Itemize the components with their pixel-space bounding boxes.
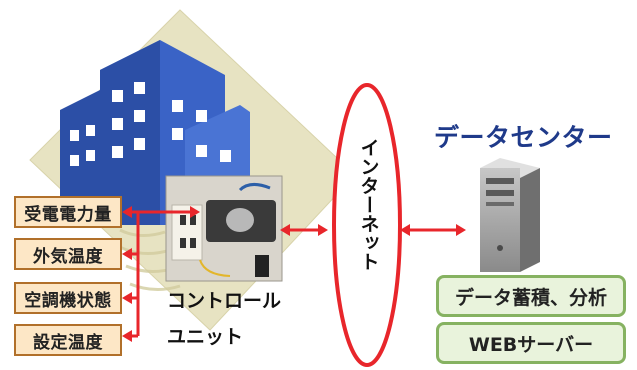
internet-label: インターネット bbox=[357, 138, 380, 271]
sensor-outdoor-temperature: 外気温度 bbox=[14, 238, 122, 270]
internet-ellipse bbox=[332, 83, 402, 367]
server-icon bbox=[480, 158, 540, 272]
control-unit-label-line2: ユニット bbox=[167, 326, 244, 348]
control-unit-photo bbox=[165, 175, 283, 282]
sensor-arrows bbox=[122, 206, 200, 342]
arrow-unit-internet bbox=[280, 224, 328, 236]
datacenter-storage-analysis-box: データ蓄積、分析 bbox=[436, 275, 626, 317]
control-unit-label: コントロール ユニット bbox=[167, 283, 317, 355]
sensor-set-temperature: 設定温度 bbox=[14, 324, 122, 356]
datacenter-web-server-box: WEBサーバー bbox=[436, 322, 626, 364]
datacenter-title: データセンター bbox=[434, 123, 613, 152]
sensor-ac-status: 空調機状態 bbox=[14, 282, 122, 314]
arrow-internet-datacenter bbox=[400, 224, 466, 236]
control-unit-label-line1: コントロール bbox=[167, 290, 282, 312]
sensor-received-power: 受電電力量 bbox=[14, 196, 122, 228]
